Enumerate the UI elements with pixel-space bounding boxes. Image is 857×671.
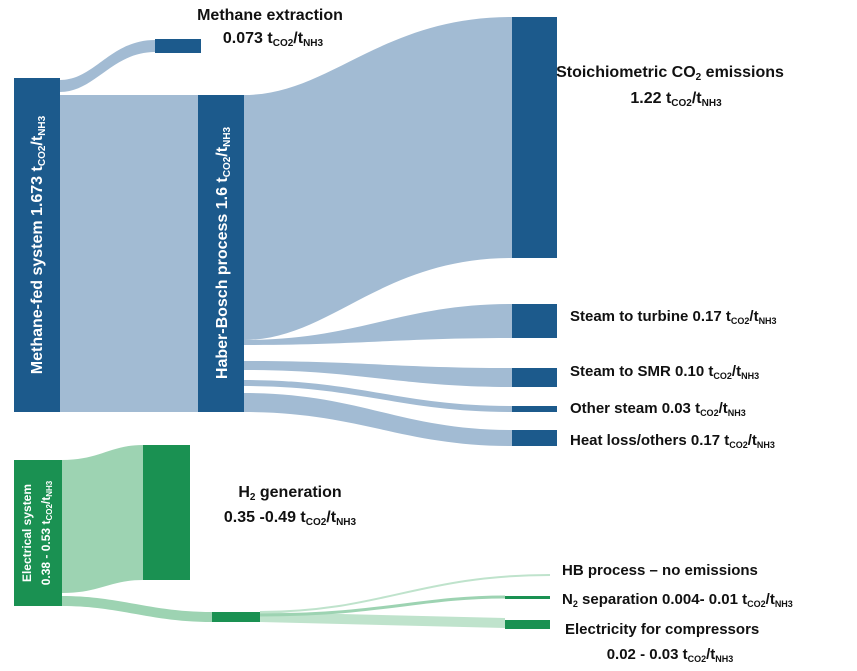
node-electrical-system (14, 460, 62, 606)
node-steam-smr (512, 368, 557, 387)
h2-generation-value: 0.35 -0.49 tCO2/tNH3 (224, 509, 357, 528)
node-n2-separation (505, 596, 550, 599)
flow-steam-turbine (244, 304, 512, 345)
electrical-system-value: 0.38 - 0.53 tCO2/tNH3 (39, 480, 54, 585)
node-steam-turbine (512, 304, 557, 338)
node-heat-loss (512, 430, 557, 446)
flow-steam-smr (244, 361, 512, 387)
h2-generation-title: H2 generation (238, 484, 341, 503)
node-methane-extraction (155, 39, 201, 53)
other-steam-label: Other steam 0.03 tCO2/tNH3 (570, 400, 746, 418)
electrical-system-label: Electrical system (20, 484, 34, 582)
heat-loss-label: Heat loss/others 0.17 tCO2/tNH3 (570, 432, 775, 450)
stoich-emissions-title: Stoichiometric CO2 emissions (556, 64, 784, 83)
node-haber-bosch (198, 95, 244, 412)
node-h2-generation (143, 445, 190, 580)
haber-bosch-label: Haber-Bosch process 1.6 tCO2/tNH3 (214, 126, 233, 379)
flow-compressors (260, 612, 505, 628)
n2-separation-label: N2 separation 0.004- 0.01 tCO2/tNH3 (562, 591, 793, 609)
flow-n2-separation (259, 595, 506, 617)
stoich-emissions-value: 1.22 tCO2/tNH3 (630, 90, 722, 109)
flow-h2-generation (62, 445, 143, 593)
steam-turbine-label: Steam to turbine 0.17 tCO2/tNH3 (570, 308, 777, 326)
flow-stoich-emissions (244, 17, 512, 340)
node-other-steam (512, 406, 557, 412)
hb-process-label: HB process – no emissions (562, 562, 758, 579)
flow-hb-process (259, 574, 551, 613)
methane-extraction-title: Methane extraction (197, 7, 343, 24)
steam-smr-label: Steam to SMR 0.10 tCO2/tNH3 (570, 363, 759, 381)
node-stoich-emissions (512, 17, 557, 258)
compressors-title: Electricity for compressors (565, 621, 759, 638)
flow-electric-to-compressors (62, 596, 212, 622)
node-compressors (505, 620, 550, 629)
node-methane-fed-system (14, 78, 60, 412)
flow-other-steam (244, 380, 512, 412)
flow-heat-loss (244, 393, 512, 446)
methane-extraction-value: 0.073 tCO2/tNH3 (223, 30, 324, 49)
compressors-value: 0.02 - 0.03 tCO2/tNH3 (607, 646, 734, 664)
methane-fed-system-label: Methane-fed system 1.673 tCO2/tNH3 (29, 115, 48, 374)
node-compressor-mid (212, 612, 260, 622)
flow-methane-to-haber (60, 95, 198, 412)
flow-methane-extraction (60, 40, 155, 92)
